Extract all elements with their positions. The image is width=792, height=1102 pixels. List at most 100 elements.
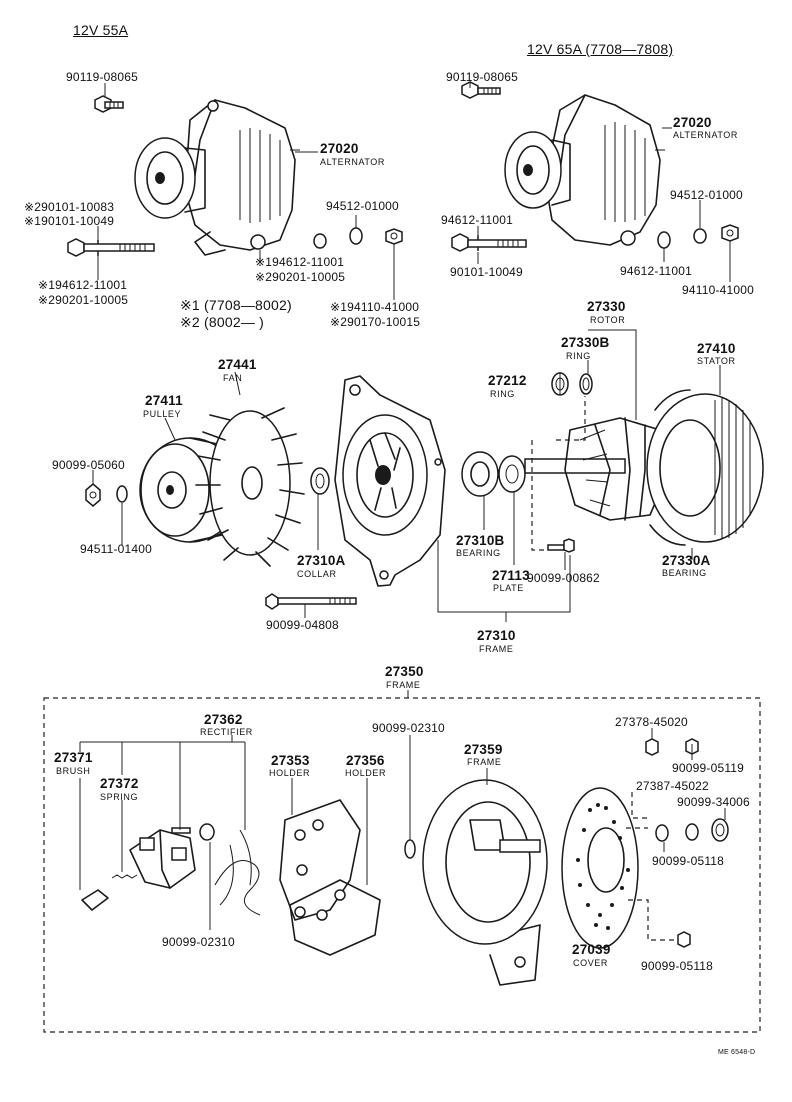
label-left-bolt: 90119-08065 xyxy=(66,70,139,84)
drive-end-frame-drawing xyxy=(334,375,446,587)
label-left-nut-a2: ※290170-10015 xyxy=(330,315,421,329)
label-stator-name: STATOR xyxy=(697,356,736,366)
label-frame-bolt: 90099-04808 xyxy=(266,618,339,632)
label-rotor-no: 27330 xyxy=(587,299,626,314)
frame-washer-drawing xyxy=(404,839,416,859)
stator-drawing xyxy=(646,389,764,546)
label-stator-no: 27410 xyxy=(697,341,736,356)
label-nut-2: 90099-05118 xyxy=(652,854,725,868)
middle-leaders xyxy=(92,329,721,622)
label-plate-name: PLATE xyxy=(493,583,524,593)
label-left-washer-b1: ※194612-11001 xyxy=(38,278,128,292)
frame-bolt xyxy=(265,593,357,610)
left-washers xyxy=(313,227,403,249)
label-holder1-no: 27353 xyxy=(271,753,310,768)
wire-leads xyxy=(214,829,261,916)
left-variant-title: 12V 55A xyxy=(73,22,129,38)
label-collar-name: COLLAR xyxy=(297,569,337,579)
label-insulator-2: 27387-45022 xyxy=(636,779,709,793)
label-left-bolt-a2: ※190101-10049 xyxy=(24,214,115,228)
label-ring-b-no: 27330B xyxy=(561,335,610,350)
right-washers xyxy=(657,224,739,249)
fan-drawing xyxy=(195,407,305,567)
label-rotor-name: ROTOR xyxy=(590,315,626,325)
label-bearing-a-name: BEARING xyxy=(662,568,707,578)
brush-holder-drawing xyxy=(81,827,196,911)
label-cover-no: 27039 xyxy=(572,942,611,957)
label-ring-b-name: RING xyxy=(566,351,591,361)
label-plate-screw: 90099-00862 xyxy=(527,571,600,585)
holder-plates-drawing xyxy=(279,799,381,956)
label-pulley-washer: 94511-01400 xyxy=(80,542,153,556)
right-long-bolt xyxy=(451,233,527,252)
plate-drawing xyxy=(498,455,526,493)
label-right-washer-small: 94612-11001 xyxy=(620,264,693,278)
label-bearing-b-no: 27310B xyxy=(456,533,505,548)
label-right-bolt-long: 90101-10049 xyxy=(450,265,523,279)
front-bearing-drawing xyxy=(461,451,499,497)
plate-screw xyxy=(547,538,575,553)
label-right-nut: 94110-41000 xyxy=(682,283,755,297)
label-ring-name: RING xyxy=(490,389,515,399)
label-holder2-no: 27356 xyxy=(346,753,385,768)
label-cover-name: COVER xyxy=(573,958,609,968)
label-holder1-name: HOLDER xyxy=(269,768,311,778)
left-long-bolt xyxy=(67,238,155,257)
drawing-code: ME 6548-D xyxy=(718,1049,756,1056)
label-pulley-name: PULLEY xyxy=(143,409,182,419)
label-rear-frame-no: 27359 xyxy=(464,742,503,757)
label-left-alternator-name: ALTERNATOR xyxy=(320,157,386,167)
label-left-bolt-a1: ※290101-10083 xyxy=(24,200,115,214)
label-rectifier-no: 27362 xyxy=(204,712,243,727)
note-star2: ※2 (8002— ) xyxy=(180,314,264,330)
label-frame-name: FRAME xyxy=(479,644,514,654)
top-leaders xyxy=(97,82,731,300)
pulley-washer xyxy=(116,485,128,503)
label-rear-frame-name: FRAME xyxy=(467,757,502,767)
label-holder2-name: HOLDER xyxy=(345,768,387,778)
label-nut-1: 90099-05119 xyxy=(672,761,745,775)
label-left-washer-a2: ※290201-10005 xyxy=(255,270,346,284)
label-spring-name: SPRING xyxy=(100,792,139,802)
right-alternator-drawing xyxy=(461,81,665,246)
rear-washer-drawing xyxy=(199,823,215,841)
label-nut-3: 90099-05118 xyxy=(641,959,714,973)
label-right-alternator-name: ALTERNATOR xyxy=(673,130,739,140)
rear-frame-assembly-box xyxy=(43,697,761,1033)
label-bearing-b-name: BEARING xyxy=(456,548,501,558)
label-fan-name: FAN xyxy=(223,373,243,383)
label-spring-no: 27372 xyxy=(100,776,139,791)
label-washer-top: 90099-02310 xyxy=(372,721,445,735)
label-rear-assembly-no: 27350 xyxy=(385,664,424,679)
label-bearing-a-no: 27330A xyxy=(662,553,711,568)
label-insulator-1: 27378-45020 xyxy=(615,715,688,729)
right-top-bolt xyxy=(461,81,501,99)
label-pulley-no: 27411 xyxy=(145,393,183,408)
left-alternator-drawing xyxy=(94,95,300,256)
pulley-nut xyxy=(85,483,101,507)
bottom-leaders xyxy=(79,728,726,948)
right-small-parts xyxy=(645,738,729,948)
label-right-washer-big: 94612-11001 xyxy=(441,213,514,227)
label-fan-no: 27441 xyxy=(218,357,257,372)
right-variant-title: 12V 65A (7708—7808) xyxy=(527,41,674,57)
label-right-lock-washer: 94512-01000 xyxy=(670,188,743,202)
label-left-nut-a1: ※194110-41000 xyxy=(330,300,420,314)
label-pulley-nut: 90099-05060 xyxy=(52,458,125,472)
label-left-alternator-no: 27020 xyxy=(320,141,359,156)
label-right-alternator-no: 27020 xyxy=(673,115,712,130)
label-brush-no: 27371 xyxy=(54,750,93,765)
label-bush: 90099-34006 xyxy=(677,795,750,809)
label-washer-bottom: 90099-02310 xyxy=(162,935,235,949)
cover-drawing xyxy=(561,787,639,949)
label-rectifier-name: RECTIFIER xyxy=(200,727,253,737)
rear-frame-drawing xyxy=(422,779,548,986)
label-left-lock-washer: 94512-01000 xyxy=(326,199,399,213)
rings-drawing xyxy=(551,372,593,396)
label-right-bolt: 90119-08065 xyxy=(446,70,519,84)
label-rear-assembly-name: FRAME xyxy=(386,680,421,690)
label-left-washer-b2: ※290201-10005 xyxy=(38,293,129,307)
label-brush-name: BRUSH xyxy=(56,766,91,776)
